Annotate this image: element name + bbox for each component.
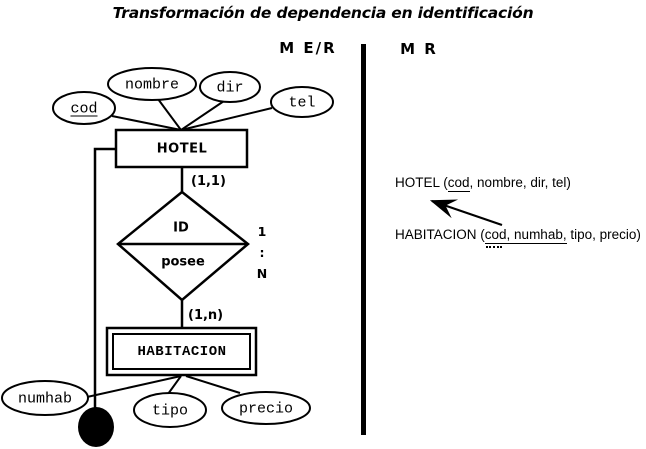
attribute-label-cod: cod <box>70 100 98 118</box>
entity-hotel-label: HOTEL <box>156 141 208 157</box>
connector-cod-hotel <box>111 115 182 131</box>
attribute-ellipse-nombre <box>107 67 197 101</box>
attribute-label-precio: precio <box>238 400 294 418</box>
entity-hotel-rect <box>114 128 249 169</box>
relation-habitacion-prefix: HABITACION ( <box>395 227 485 242</box>
attribute-ellipse-dir <box>199 71 261 103</box>
connector-nombre-hotel <box>157 98 182 131</box>
attribute-label-dir: dir <box>216 79 244 97</box>
relational-model-label: M R <box>400 40 438 58</box>
identification-connector <box>93 147 116 414</box>
cardinality-hotel: (1,1) <box>191 174 226 189</box>
relation-habitacion-pk: numhab, <box>510 227 567 244</box>
section-divider-line <box>361 44 366 435</box>
connector-dir-hotel <box>180 100 225 131</box>
connector-numhab-habitacion <box>86 375 182 398</box>
relation-hotel-prefix: HOTEL ( <box>395 175 448 190</box>
attribute-label-tipo: tipo <box>151 402 189 420</box>
attribute-label-nombre: nombre <box>124 76 180 94</box>
relation-habitacion-fk: cod, <box>484 227 511 244</box>
connector-tipo-habitacion <box>167 375 182 395</box>
page-title: Transformación de dependencia en identif… <box>112 4 534 22</box>
connector-tel-hotel <box>180 107 273 131</box>
relationship-id-label: ID <box>173 220 189 236</box>
attribute-label-numhab: numhab <box>17 390 73 408</box>
ratio-n: N <box>256 266 268 281</box>
connector-precio-habitacion <box>185 375 241 394</box>
entity-habitacion-label: HABITACION <box>137 344 227 360</box>
relation-hotel-suffix: , nombre, dir, tel) <box>469 175 571 190</box>
attribute-ellipse-precio <box>221 391 311 425</box>
attribute-ellipse-numhab <box>1 380 89 416</box>
relation-hotel-pk: cod <box>447 175 470 192</box>
relation-habitacion-suffix: tipo, precio) <box>566 227 641 242</box>
attribute-ellipse-tipo <box>133 392 207 428</box>
relation-habitacion: HABITACION (cod, numhab, tipo, precio) <box>395 227 641 244</box>
cardinality-habitacion: (1,n) <box>188 308 224 323</box>
relationship-ratio: 1 : N <box>252 221 272 284</box>
relationship-diamond <box>116 190 250 302</box>
attribute-label-tel: tel <box>288 94 316 112</box>
foreign-key-arrow <box>429 199 503 227</box>
ratio-colon: : <box>259 245 265 260</box>
attribute-ellipse-tel <box>270 86 334 118</box>
attribute-ellipse-cod <box>52 91 116 125</box>
er-model-label: M E/R <box>279 39 337 57</box>
identification-dot <box>78 407 114 447</box>
relationship-name-label: posee <box>161 254 205 270</box>
ratio-one: 1 <box>257 224 267 239</box>
relation-hotel: HOTEL (cod, nombre, dir, tel) <box>395 175 571 192</box>
entity-habitacion-rect-inner <box>112 333 251 370</box>
